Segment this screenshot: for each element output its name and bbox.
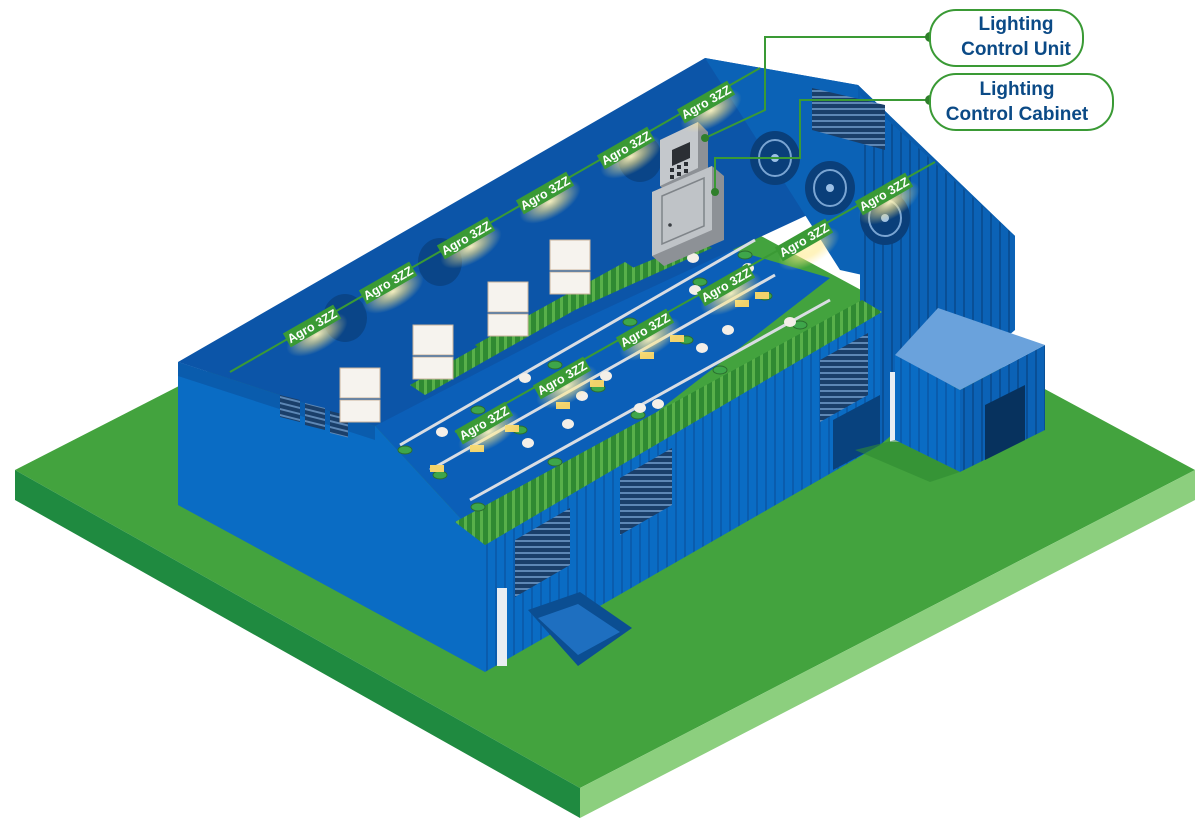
ground-side-edge <box>580 470 1195 818</box>
lighting-control-cabinet <box>652 166 724 266</box>
lamp-glow <box>440 224 502 269</box>
lamp-glow <box>680 88 742 133</box>
gable-louver-2 <box>305 403 325 430</box>
callout-cabinet-line-2: Control Cabinet <box>946 104 1089 125</box>
downspout-right <box>890 372 899 442</box>
lamp-label-bg <box>515 171 575 215</box>
feeder-line-1 <box>399 238 756 447</box>
poultry-cages <box>339 239 591 423</box>
lamp-label-bg <box>676 80 736 124</box>
ground-front-edge <box>15 470 580 818</box>
feeder-line-3 <box>469 298 831 502</box>
annex-shed <box>855 308 1045 482</box>
wire-to-unit <box>704 36 930 139</box>
lamp-glow <box>600 134 662 179</box>
lamp-label-bg <box>854 172 914 216</box>
callout-unit-line-2: Control Unit <box>961 39 1071 60</box>
lamp-label-bg <box>774 218 834 262</box>
shed-front <box>895 355 960 472</box>
lamp-label-bg <box>532 356 592 400</box>
front-louver-2 <box>620 448 672 535</box>
lamp-label-bg <box>615 308 675 352</box>
lamp-glow <box>700 271 762 316</box>
lamp-label-bg <box>454 401 514 445</box>
dot-unit <box>701 134 709 142</box>
callout-cabinet-line-1: Lighting <box>980 79 1055 100</box>
dot-cabinet <box>711 188 719 196</box>
lamp-label-bg <box>358 261 418 305</box>
lamp-glow <box>778 226 840 271</box>
callout-unit-line-1: Lighting <box>979 14 1054 35</box>
ridge-louvers <box>812 88 885 150</box>
callout-lighting-control-cabinet: Lighting Control Cabinet <box>929 73 1114 131</box>
fan-2 <box>805 161 855 215</box>
lamp-glow <box>458 409 520 454</box>
downspout-left <box>497 588 507 666</box>
gable-louver-1 <box>280 395 300 422</box>
front-louver-3 <box>820 333 868 422</box>
shed-roof <box>895 308 1045 390</box>
lamp-glow <box>858 180 920 225</box>
gable-wall-shade <box>178 362 375 440</box>
lamp-label-bg <box>436 216 496 260</box>
front-wall <box>485 310 880 672</box>
shed-door <box>985 385 1025 460</box>
lamp-label-bg <box>696 263 756 307</box>
gable-wall <box>178 362 485 672</box>
interior-floor <box>375 240 830 545</box>
lamp-glow <box>362 269 424 314</box>
front-slat-ledge <box>455 300 882 545</box>
lamp-glow <box>619 316 681 361</box>
shed-shadow <box>855 440 960 482</box>
lamp-glow <box>536 364 598 409</box>
lamp-glow <box>286 312 348 357</box>
front-louver-1 <box>515 508 570 597</box>
lamp-label-bg <box>596 126 656 170</box>
control-equipment <box>652 122 724 266</box>
lamp-glow <box>519 179 581 224</box>
wire-to-cabinet <box>714 99 930 192</box>
lamp-6: Agro 3ZZ <box>676 80 742 133</box>
entry-ramp-inner <box>538 604 620 655</box>
lamp-label-bg <box>282 304 342 348</box>
callout-lighting-control-unit: Lighting Control Unit <box>929 9 1084 67</box>
